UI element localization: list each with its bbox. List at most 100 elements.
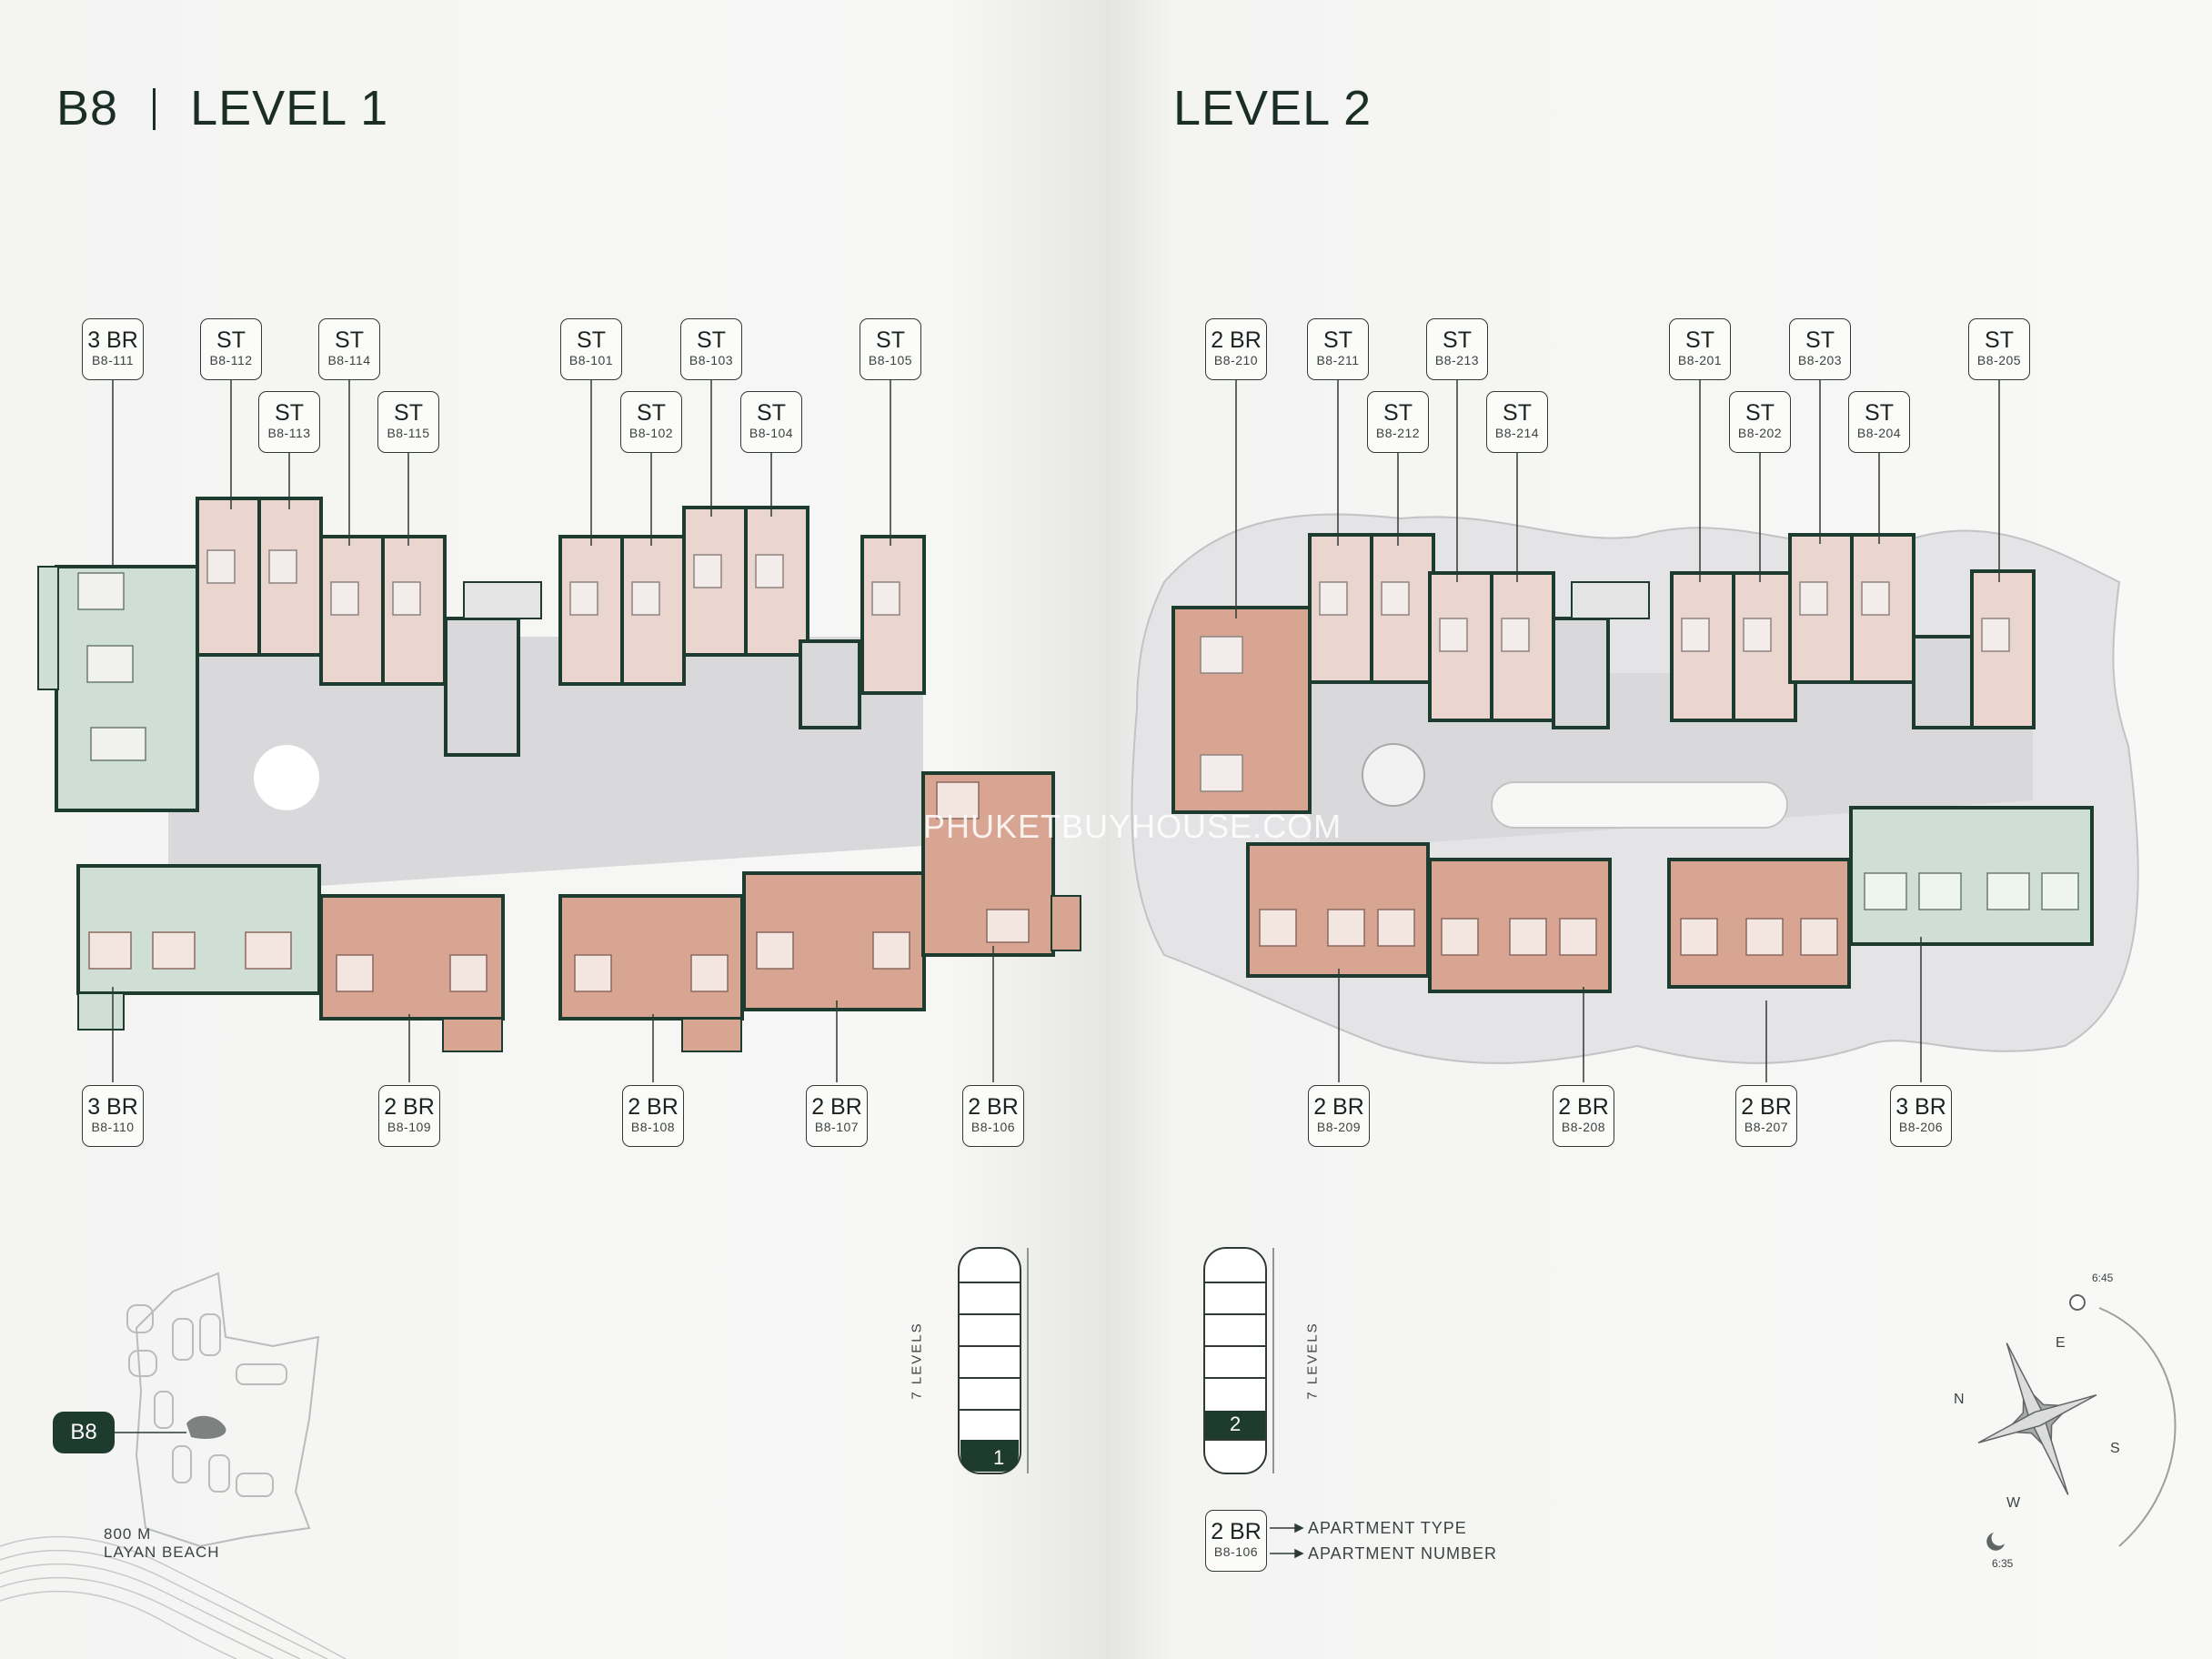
site-map-sketch: [115, 1272, 320, 1548]
unit-type: ST: [275, 400, 304, 426]
unit-number: B8-213: [1434, 353, 1480, 367]
level-2-stair-core-b: [1912, 635, 1974, 729]
unit-number: B8-109: [387, 1120, 432, 1134]
unit-number: B8-101: [568, 353, 614, 367]
unit-number: B8-114: [327, 353, 371, 367]
level-1-current-level: 1: [993, 1446, 1005, 1469]
beach-name: LAYAN BEACH: [104, 1543, 220, 1561]
unit-type: ST: [1443, 327, 1472, 353]
level-2-stack-icon: [1203, 1247, 1274, 1474]
unit-number: B8-106: [1213, 1544, 1259, 1559]
unit-type: ST: [394, 400, 423, 426]
unit-number: B8-214: [1494, 426, 1540, 440]
unit-number: B8-103: [689, 353, 734, 367]
right-title: LEVEL 2: [1173, 80, 1372, 136]
unit-type: ST: [1323, 327, 1352, 353]
level-1-corridor: [168, 637, 923, 896]
legend-type-caption: APARTMENT TYPE: [1308, 1519, 1467, 1537]
compass-south: S: [2110, 1441, 2120, 1456]
level-1-stair-core-a: [444, 617, 520, 757]
compass-rose: [1977, 1294, 2177, 1551]
site-map-badge: B8: [53, 1412, 115, 1453]
unit-number: B8-111: [91, 353, 135, 367]
unit-number: B8-112: [209, 353, 253, 367]
unit-type: 2 BR: [1211, 1519, 1262, 1544]
unit-number: B8-208: [1561, 1120, 1606, 1134]
beach-wave-lines: [0, 1535, 347, 1659]
unit-number: B8-205: [1976, 353, 2022, 367]
unit-type: ST: [1985, 327, 2014, 353]
unit-type: 3 BR: [87, 327, 138, 353]
unit-number: B8-211: [1316, 353, 1360, 367]
watermark: PHUKETBUYHOUSE.COM: [923, 808, 1342, 845]
unit-number: B8-106: [970, 1120, 1016, 1134]
unit-type: 2 BR: [811, 1094, 862, 1120]
level-2-levels-label: 7 LEVELS: [1304, 1322, 1321, 1400]
compass-west: W: [2006, 1495, 2021, 1511]
unit-number: B8-108: [630, 1120, 676, 1134]
unit-type: 2 BR: [1313, 1094, 1364, 1120]
legend-number-caption: APARTMENT NUMBER: [1308, 1544, 1498, 1563]
level-1-stair-core-b: [799, 639, 861, 729]
unit-type: 2 BR: [628, 1094, 679, 1120]
unit-type: ST: [637, 400, 666, 426]
beach-distance: 800 M: [104, 1525, 152, 1543]
unit-type: ST: [1805, 327, 1835, 353]
unit-type: 3 BR: [87, 1094, 138, 1120]
building-code: B8: [56, 81, 119, 136]
unit-type: ST: [1745, 400, 1775, 426]
unit-number: B8-105: [868, 353, 913, 367]
unit-type: 2 BR: [968, 1094, 1019, 1120]
level-1-plan: [37, 373, 1081, 1082]
unit-number: B8-113: [267, 426, 311, 440]
unit-type: ST: [577, 327, 606, 353]
unit-type: ST: [1503, 400, 1532, 426]
level-2-stair-core-a: [1552, 617, 1610, 729]
level-2-plan: [1131, 373, 2139, 1082]
unit-type: ST: [1383, 400, 1413, 426]
sunset-time: 6:35: [1992, 1557, 2014, 1570]
unit-number: B8-204: [1856, 426, 1902, 440]
unit-type: 2 BR: [1558, 1094, 1609, 1120]
unit-type: ST: [216, 327, 246, 353]
unit-number: B8-115: [387, 426, 430, 440]
unit-number: B8-203: [1797, 353, 1843, 367]
level-1-stack-icon: [958, 1247, 1029, 1474]
unit-number: B8-209: [1316, 1120, 1362, 1134]
unit-type: ST: [697, 327, 726, 353]
unit-type: 2 BR: [1211, 327, 1262, 353]
unit-type: 2 BR: [384, 1094, 435, 1120]
level-2-courtyard-void: [1491, 781, 1788, 829]
level-1-levels-label: 7 LEVELS: [909, 1322, 925, 1400]
level-2-title: LEVEL 2: [1173, 81, 1372, 136]
compass-north: N: [1954, 1392, 1965, 1407]
unit-number: B8-107: [814, 1120, 860, 1134]
unit-type: ST: [335, 327, 364, 353]
unit-number: B8-210: [1213, 353, 1259, 367]
unit-number: B8-207: [1744, 1120, 1789, 1134]
sunrise-time: 6:45: [2092, 1272, 2114, 1284]
